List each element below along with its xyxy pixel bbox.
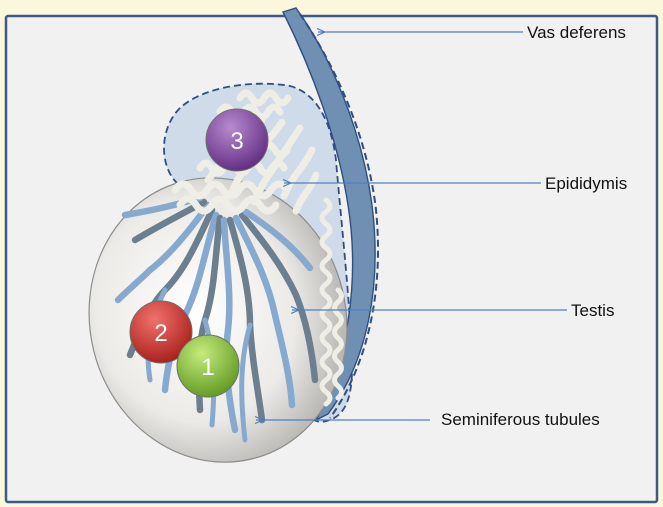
label-vas-deferens: Vas deferens — [527, 23, 626, 42]
marker-1-number: 1 — [201, 354, 214, 381]
marker-3-number: 3 — [230, 128, 243, 155]
label-testis: Testis — [571, 301, 614, 320]
label-epididymis: Epididymis — [545, 174, 627, 193]
label-seminiferous-tubules: Seminiferous tubules — [441, 410, 600, 429]
marker-2-number: 2 — [154, 320, 167, 347]
marker-1: 1 — [177, 335, 239, 397]
marker-3: 3 — [206, 109, 268, 171]
